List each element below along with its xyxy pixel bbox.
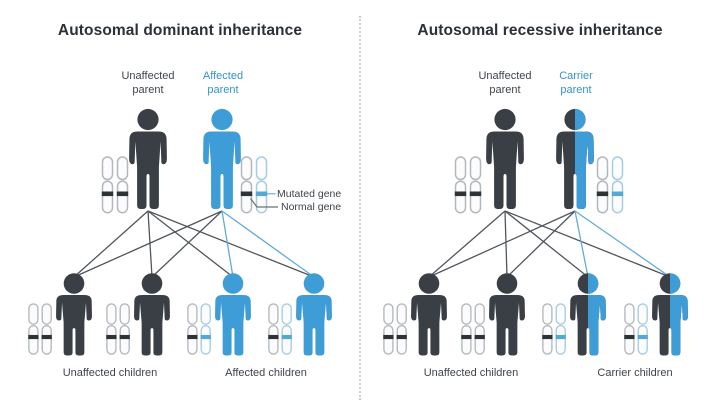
chromosome-pair-affected-parent	[240, 157, 268, 213]
dominant-pedigree-scene	[28, 0, 360, 419]
legend-pointer-lines	[250, 193, 278, 208]
person-unaffected-child	[56, 273, 92, 355]
person-unaffected-child	[411, 273, 447, 355]
chromosome-pair-unaffected-parent	[454, 157, 482, 213]
chromosome-pair-child	[28, 303, 52, 355]
chromosome-pair-carrier-parent	[596, 157, 624, 213]
chromosome-pair-child	[383, 303, 407, 355]
person-affected-child	[215, 273, 251, 355]
recessive-pedigree-scene	[383, 0, 720, 419]
chromosome-pair-child	[187, 303, 211, 355]
chromosome-pair-child	[542, 303, 566, 355]
chromosome-pair-child	[268, 303, 292, 355]
chromosome-pair-child	[461, 303, 485, 355]
panel-title: Autosomal dominant inheritance	[57, 22, 303, 39]
panel-divider	[359, 16, 361, 400]
person-carrier-child	[652, 273, 688, 355]
carrier-parent-label: Carrier parent	[559, 70, 593, 96]
unaffected-parent-label: Unaffected parent	[121, 70, 175, 96]
chromosome-pair-child	[106, 303, 130, 355]
person-carrier-parent	[556, 109, 594, 209]
unaffected-parent-label: Unaffected parent	[478, 70, 532, 96]
person-affected-parent	[203, 109, 241, 209]
inheritance-lines	[428, 210, 671, 278]
person-affected-child	[296, 273, 332, 355]
person-unaffected-parent	[129, 109, 167, 209]
person-unaffected-child	[134, 273, 170, 355]
unaffected-children-label: Unaffected children	[62, 367, 158, 379]
normal-gene-label: Normal gene	[281, 201, 342, 213]
person-carrier-child	[570, 273, 606, 355]
person-unaffected-child	[489, 273, 525, 355]
panel-recessive: Autosomal recessive inheritance Unaffect…	[360, 0, 720, 419]
mutated-gene-label: Mutated gene	[277, 188, 342, 200]
panel-title: Autosomal recessive inheritance	[417, 22, 663, 39]
carrier-children-label: Carrier children	[597, 367, 673, 379]
panel-dominant: Autosomal dominant inheritance Unaffecte…	[28, 0, 360, 419]
unaffected-children-label: Unaffected children	[423, 367, 519, 379]
inheritance-lines	[73, 210, 315, 278]
affected-children-label: Affected children	[225, 367, 307, 379]
chromosome-pair-child	[624, 303, 648, 355]
chromosome-pair-unaffected-parent	[101, 157, 129, 213]
person-unaffected-parent	[486, 109, 524, 209]
affected-parent-label: Affected parent	[202, 70, 244, 96]
